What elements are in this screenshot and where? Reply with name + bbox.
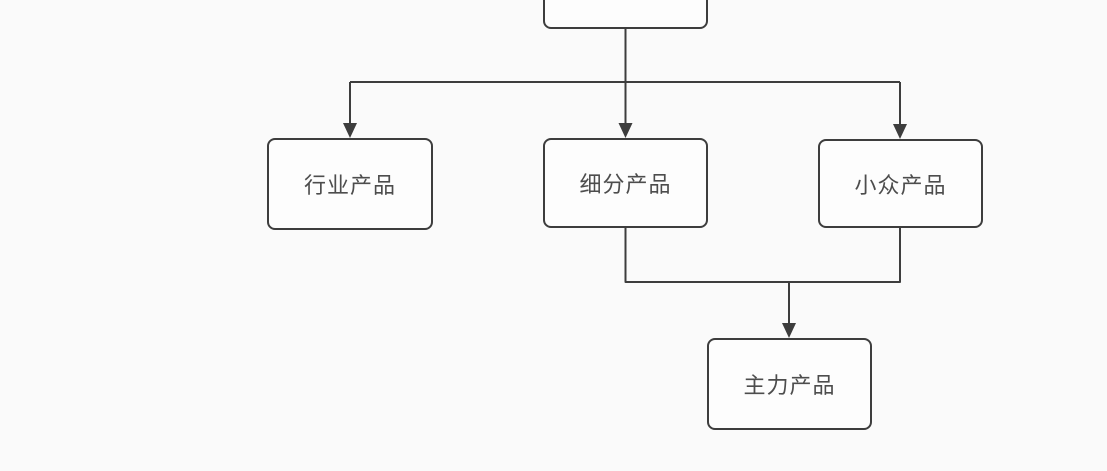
edge-merge-rail	[624, 228, 901, 283]
arrowhead-segment	[618, 123, 633, 138]
node-segment-label: 细分产品	[579, 172, 672, 197]
node-main-product[interactable]: 主力产品	[707, 338, 872, 430]
node-niche-product[interactable]: 小众产品	[818, 139, 983, 228]
node-niche-label: 小众产品	[854, 172, 947, 198]
arrowhead-main	[782, 323, 796, 338]
arrowhead-industry	[343, 123, 357, 138]
node-industry-label: 行业产品	[303, 173, 396, 198]
node-top[interactable]	[543, 0, 708, 29]
arrowhead-niche	[893, 124, 907, 139]
node-industry-product[interactable]: 行业产品	[267, 138, 433, 230]
node-segment-product[interactable]: 细分产品	[543, 138, 708, 228]
node-main-label: 主力产品	[743, 373, 836, 398]
